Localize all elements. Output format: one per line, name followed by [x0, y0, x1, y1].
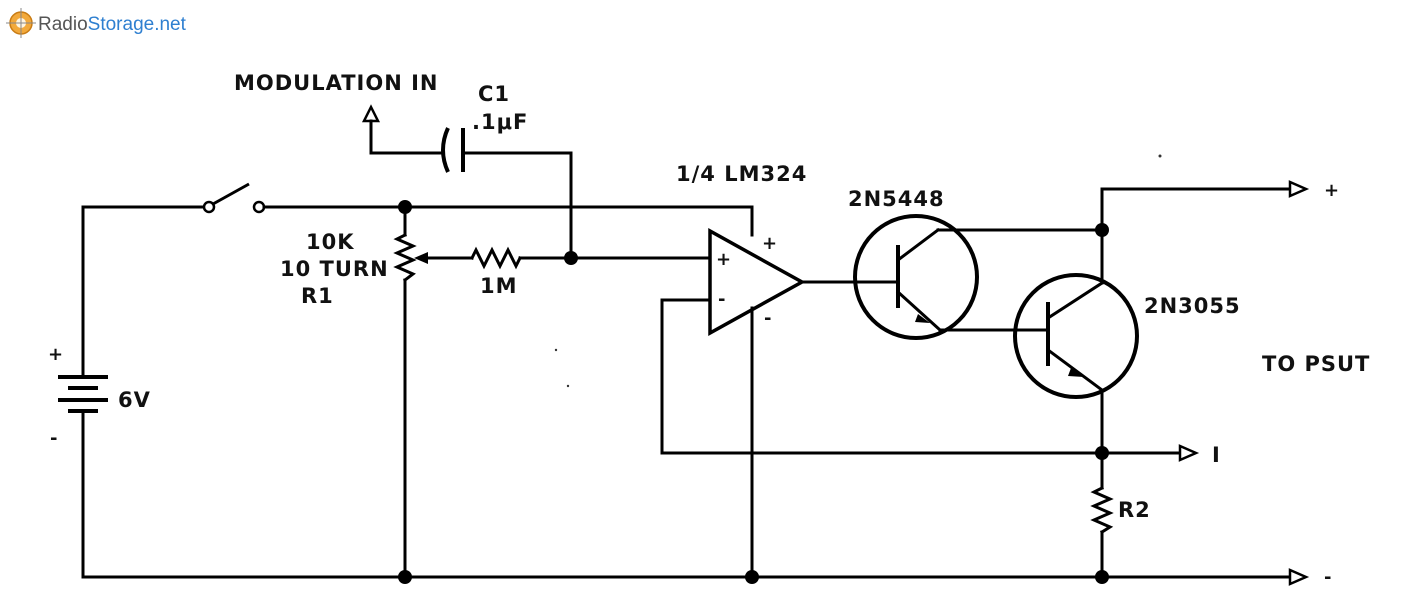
output-plus-arrow-icon	[1288, 180, 1310, 198]
transistor-q1	[853, 214, 979, 340]
q1-label: 2N5448	[848, 187, 945, 211]
opamp-supply-plus-label: +	[762, 233, 777, 254]
modulation-in-label: MODULATION IN	[234, 71, 439, 95]
c1-value-label: .1μF	[472, 110, 528, 134]
radiostorage-logo-icon	[6, 8, 36, 38]
transistor-q2	[1013, 273, 1139, 399]
output-minus-arrow-icon	[1288, 568, 1310, 586]
junction-dot	[1095, 223, 1109, 237]
output-current-arrow-icon	[1178, 444, 1200, 462]
wire-top-rail	[403, 205, 754, 237]
output-plus-label: +	[1324, 180, 1339, 201]
switch-symbol	[202, 182, 407, 214]
battery-voltage-label: 6V	[118, 388, 151, 412]
opamp-in-minus-label: -	[718, 289, 725, 310]
capacitor-c1	[441, 127, 573, 260]
to-psut-label: TO PSUT	[1262, 352, 1370, 376]
wire-top-left	[81, 205, 206, 367]
opamp-supply-minus-label: -	[764, 308, 771, 329]
modulation-input-arrow-icon	[361, 104, 381, 123]
opamp-in-plus-label: +	[716, 249, 731, 270]
opamp-lm324	[708, 228, 806, 579]
r2-label: R2	[1118, 498, 1151, 522]
output-minus-label: -	[1324, 567, 1331, 588]
wire-feedback	[660, 298, 1104, 455]
battery-circuit: + 6V -	[48, 205, 206, 579]
junction-dot	[398, 200, 412, 214]
junction-dot	[1095, 570, 1109, 584]
junction-dot	[564, 251, 578, 265]
watermark: RadioStorage.net	[6, 8, 187, 38]
wire-collector-rail	[1100, 187, 1292, 285]
resistor-r2	[1090, 485, 1114, 579]
r1-turns-label: 10 TURN	[280, 257, 389, 281]
r1-value-label: 10K	[306, 230, 355, 254]
resistor-1m-label: 1M	[480, 274, 518, 298]
junction-dot	[745, 570, 759, 584]
modulation-input	[361, 104, 444, 155]
resistor-1m	[426, 246, 712, 270]
battery-plus-label: +	[48, 344, 63, 365]
battery-minus-label: -	[50, 428, 57, 449]
junction-dots	[398, 200, 1109, 584]
potentiometer-r1	[393, 205, 428, 579]
r1-label: R1	[301, 284, 334, 308]
watermark-text-b: Storage.net	[88, 14, 187, 35]
junction-dot	[398, 570, 412, 584]
output-current-label: I	[1212, 443, 1221, 467]
c1-label: C1	[478, 82, 510, 106]
watermark-text: RadioStorage.net	[38, 14, 187, 35]
battery-symbol	[58, 365, 108, 413]
watermark-text-a: Radio	[38, 14, 88, 35]
opamp-label: 1/4 LM324	[676, 162, 807, 186]
q2-label: 2N3055	[1144, 294, 1241, 318]
junction-dot	[1095, 446, 1109, 460]
